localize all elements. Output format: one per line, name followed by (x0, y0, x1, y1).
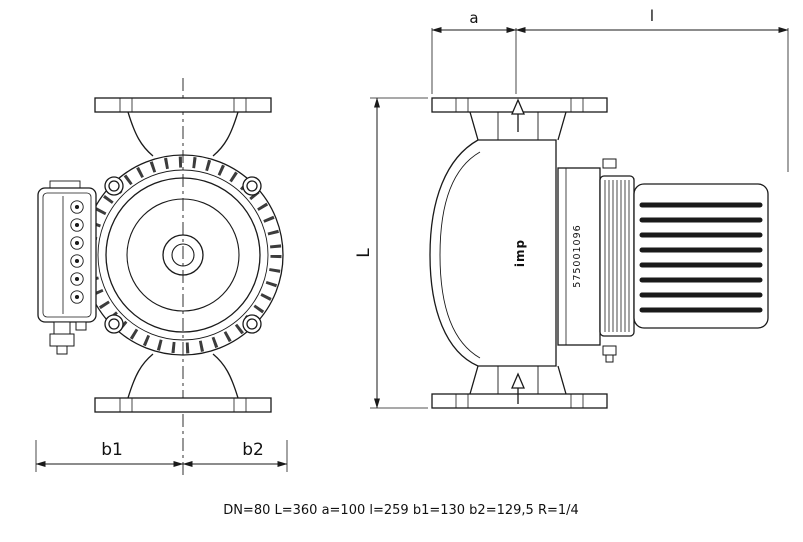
caption: DN=80 L=360 a=100 l=259 b1=130 b2=129,5 … (223, 503, 579, 518)
front-ornament-ring (84, 156, 282, 354)
side-bottom-flange (431, 365, 608, 409)
flow-arrow-top (511, 98, 525, 132)
dim-label-b2: b2 (242, 440, 264, 460)
volute-casing (429, 139, 557, 367)
side-view: imp 575001096 (429, 97, 769, 409)
cable-glands (49, 321, 87, 355)
dim-label-l: l (650, 7, 654, 25)
flow-arrow-bottom (511, 372, 525, 404)
dimension-L: L (354, 97, 428, 409)
motor-serial-label: 575001096 (572, 224, 583, 287)
dim-label-L: L (354, 248, 374, 258)
dimensions: a l L b1 b2 (35, 7, 789, 472)
motor-fins (633, 183, 769, 329)
terminal-box (37, 180, 97, 355)
front-view (37, 78, 284, 477)
motor-clamp-ring (599, 175, 635, 337)
terminal-connectors (70, 200, 84, 304)
dim-label-a: a (469, 9, 478, 27)
dimension-b1-b2: b1 b2 (35, 440, 288, 472)
brand-logo: imp (513, 239, 527, 267)
front-bottom-flange (94, 353, 272, 413)
dim-label-b1: b1 (101, 440, 123, 460)
front-top-flange (94, 97, 272, 157)
dimension-a-l: a l (431, 7, 789, 172)
front-bolts (104, 176, 262, 334)
